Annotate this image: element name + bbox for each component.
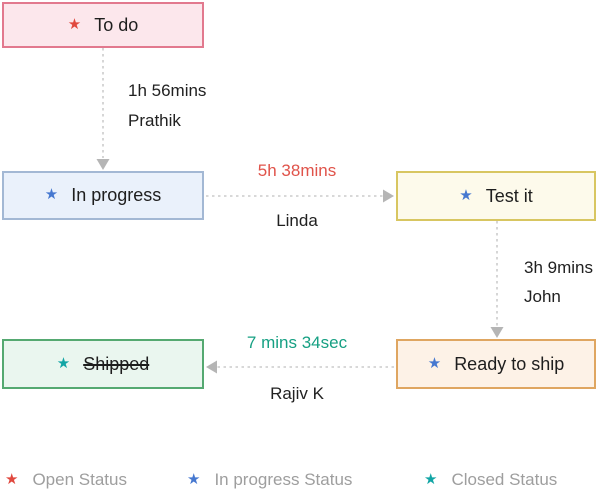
in-progress-status-star-icon: ★ (187, 470, 201, 488)
edge-assignee: John (524, 287, 561, 306)
node-todo-label: To do (94, 14, 139, 35)
arrowhead-down-icon (490, 327, 504, 338)
in-progress-status-star-icon: ★ (44, 186, 59, 203)
edge-duration: 3h 9mins (524, 258, 593, 277)
node-in-progress: ★ In progress (2, 171, 204, 220)
edge-assignee: Linda (276, 211, 318, 230)
arrowhead-left-icon (206, 360, 217, 374)
legend-item-open-status: ★ Open Status (5, 470, 127, 490)
legend-label: Open Status (32, 470, 127, 489)
arrowhead-right-icon (383, 189, 394, 203)
legend-item-in-progress-status: ★ In progress Status (187, 470, 352, 490)
open-status-star-icon: ★ (67, 15, 82, 33)
node-test-it-label: Test it (485, 185, 533, 206)
legend-label: In progress Status (214, 470, 353, 489)
edge-assignee: Prathik (128, 111, 181, 130)
arrowhead-down-icon (96, 159, 110, 170)
edge-duration: 5h 38mins (257, 161, 337, 180)
node-todo: ★ To do (2, 2, 204, 48)
node-ready-to-ship: ★ Ready to ship (396, 339, 596, 389)
node-in-progress-label: In progress (71, 185, 162, 205)
closed-status-star-icon: ★ (56, 354, 71, 372)
closed-status-star-icon: ★ (424, 470, 438, 488)
node-shipped-label: Shipped (83, 353, 150, 374)
node-shipped: ★ Shipped (2, 339, 204, 389)
in-progress-status-star-icon: ★ (427, 354, 442, 372)
open-status-star-icon: ★ (5, 470, 19, 488)
legend-label: Closed Status (451, 470, 558, 489)
in-progress-status-star-icon: ★ (459, 186, 473, 204)
edge-duration: 7 mins 34sec (246, 333, 348, 352)
node-test-it: ★ Test it (396, 171, 596, 221)
edge-duration: 1h 56mins (128, 81, 207, 100)
edge-todo-inprogress-annotation: 1h 56mins Prathik (128, 81, 206, 131)
edge-assignee: Rajiv K (270, 384, 324, 403)
legend-item-closed-status: ★ Closed Status (424, 470, 557, 490)
edge-testit-readytoship-annotation: 3h 9mins John (524, 258, 593, 307)
node-ready-to-ship-label: Ready to ship (454, 353, 565, 374)
